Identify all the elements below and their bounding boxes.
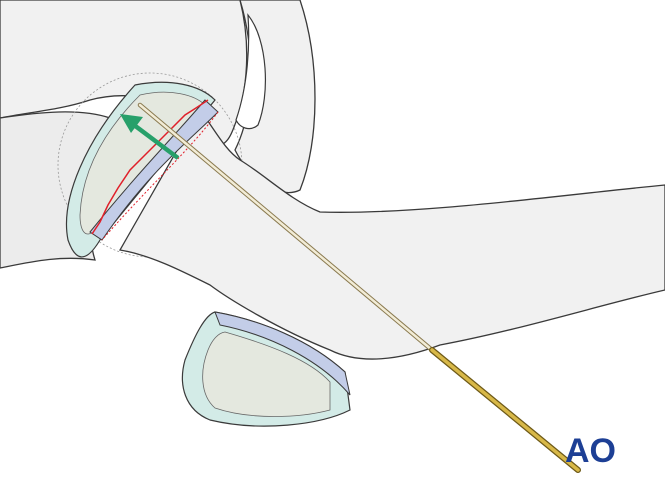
inner-ring-hole bbox=[235, 13, 266, 130]
femur-shaft bbox=[118, 108, 665, 360]
guide-wire-gold-fill bbox=[430, 348, 580, 472]
trochanter-plate bbox=[214, 311, 351, 396]
ao-logo: AO bbox=[565, 432, 616, 470]
guide-wire-highlight bbox=[138, 103, 434, 352]
arrow-up-left-icon bbox=[120, 114, 180, 160]
fracture-line bbox=[91, 99, 209, 235]
fracture-line-projected bbox=[101, 111, 219, 241]
trochanter-surface bbox=[202, 331, 331, 417]
ao-logo-text: AO bbox=[565, 432, 616, 470]
